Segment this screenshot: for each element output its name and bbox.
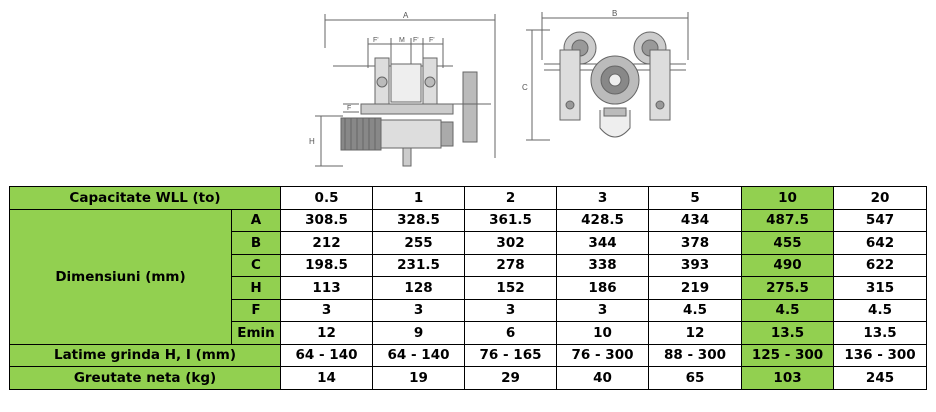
dimension-cell: 328.5: [372, 208, 466, 232]
weight-row: Greutate neta (kg) 14 19 29 40 65 103 24…: [8, 366, 928, 390]
dimension-cell: 4.5: [833, 298, 928, 322]
weight-cell: 40: [556, 366, 650, 390]
dimension-cell: 275.5: [741, 276, 835, 300]
dimension-cell: 6: [464, 321, 558, 345]
dimension-cell: 231.5: [372, 253, 466, 277]
dimension-cell: 3: [280, 298, 374, 322]
dimension-cell: 344: [556, 231, 650, 255]
capacity-cell: 3: [556, 186, 650, 210]
dimension-cell: 378: [648, 231, 743, 255]
dimension-cell: 198.5: [280, 253, 374, 277]
dimension-cell: 622: [833, 253, 928, 277]
beam-width-label: Latime grinda H, I (mm): [8, 343, 282, 367]
weight-label: Greutate neta (kg): [8, 366, 282, 390]
table-body: Capacitate WLL (to) 0.5 1 2 3 5 10 20 Di…: [8, 186, 928, 390]
label-f-prime-mid: F': [413, 37, 419, 44]
dimension-row-c: C 198.5 231.5 278 338 393 490 622: [10, 253, 928, 277]
label-c: C: [522, 83, 528, 92]
weight-cell: 103: [741, 366, 835, 390]
weight-cell: 245: [833, 366, 928, 390]
dimension-cell: 10: [556, 321, 650, 345]
dimension-row-f: F 3 3 3 3 4.5 4.5 4.5: [10, 298, 928, 322]
capacity-cell: 2: [464, 186, 558, 210]
dimension-cell: 255: [372, 231, 466, 255]
dimension-cell: 113: [280, 276, 374, 300]
dimension-cell: 642: [833, 231, 928, 255]
dimension-row-h: H 113 128 152 186 219 275.5 315: [10, 276, 928, 300]
label-f: F: [347, 105, 351, 112]
beam-width-cell: 136 - 300: [833, 343, 928, 367]
dimension-cell: 308.5: [280, 208, 374, 232]
dimension-row-a: Dimensiuni (mm) A 308.5 328.5 361.5 428.…: [9, 208, 928, 345]
dimension-cell: 9: [372, 321, 466, 345]
dimension-key: B: [230, 231, 282, 255]
front-view-drawing: B C: [522, 10, 689, 141]
weight-cell: 14: [280, 366, 374, 390]
dimensions-label: Dimensiuni (mm): [9, 208, 232, 345]
dimension-cell: 12: [280, 321, 374, 345]
dimension-key: A: [230, 208, 282, 232]
weight-cell: 19: [372, 366, 466, 390]
label-m: M: [399, 37, 405, 44]
dimension-cell: 455: [741, 231, 835, 255]
dimension-cell: 3: [556, 298, 650, 322]
dimension-cell: 128: [372, 276, 466, 300]
label-a: A: [403, 11, 409, 20]
technical-drawings: A F' M F' F' F H: [0, 0, 936, 182]
dimension-cell: 393: [648, 253, 743, 277]
dimension-cell: 302: [464, 231, 558, 255]
dimension-cell: 219: [648, 276, 743, 300]
dimension-cell: 3: [464, 298, 558, 322]
specification-table: Capacitate WLL (to) 0.5 1 2 3 5 10 20 Di…: [8, 186, 928, 390]
label-b: B: [612, 10, 617, 18]
capacity-cell: 0.5: [280, 186, 374, 210]
dimension-cell: 315: [833, 276, 928, 300]
dimension-key: C: [230, 253, 282, 277]
capacity-cell: 1: [372, 186, 466, 210]
beam-width-cell: 64 - 140: [372, 343, 466, 367]
beam-width-cell: 76 - 300: [556, 343, 650, 367]
dimension-cell: 361.5: [464, 208, 558, 232]
dimension-cell: 490: [741, 253, 835, 277]
dimension-cell: 487.5: [741, 208, 835, 232]
dimension-cell: 13.5: [741, 321, 835, 345]
capacity-cell: 20: [833, 186, 928, 210]
dimension-cell: 4.5: [741, 298, 835, 322]
dimension-cell: 13.5: [833, 321, 928, 345]
dimension-key: Emin: [230, 321, 282, 345]
weight-cell: 29: [464, 366, 558, 390]
capacity-cell: 10: [741, 186, 835, 210]
capacity-label: Capacitate WLL (to): [8, 186, 282, 210]
dimension-cell: 212: [280, 231, 374, 255]
label-f-prime-right: F': [429, 37, 435, 44]
dimension-key: F: [230, 298, 282, 322]
dimension-cell: 3: [372, 298, 466, 322]
dimension-cell: 186: [556, 276, 650, 300]
beam-width-cell: 88 - 300: [648, 343, 743, 367]
dimension-key: H: [230, 276, 282, 300]
beam-width-cell: 76 - 165: [464, 343, 558, 367]
beam-width-cell: 64 - 140: [280, 343, 374, 367]
dimension-cell: 152: [464, 276, 558, 300]
side-view-drawing: A F' M F' F' F H: [309, 11, 496, 167]
label-f-prime-left: F': [373, 37, 379, 44]
dimension-cell: 4.5: [648, 298, 743, 322]
dimension-cell: 547: [833, 208, 928, 232]
dimension-cell: 428.5: [556, 208, 650, 232]
capacity-row: Capacitate WLL (to) 0.5 1 2 3 5 10 20: [8, 186, 928, 210]
dimension-cell: 12: [648, 321, 743, 345]
dimension-cell: 338: [556, 253, 650, 277]
dimension-row-b: B 212 255 302 344 378 455 642: [10, 231, 928, 255]
dimension-cell: 434: [648, 208, 743, 232]
dimension-cell: 278: [464, 253, 558, 277]
weight-cell: 65: [648, 366, 743, 390]
label-h: H: [309, 137, 315, 146]
capacity-cell: 5: [648, 186, 743, 210]
beam-width-cell: 125 - 300: [741, 343, 835, 367]
beam-width-row: Latime grinda H, I (mm) 64 - 140 64 - 14…: [8, 343, 928, 367]
